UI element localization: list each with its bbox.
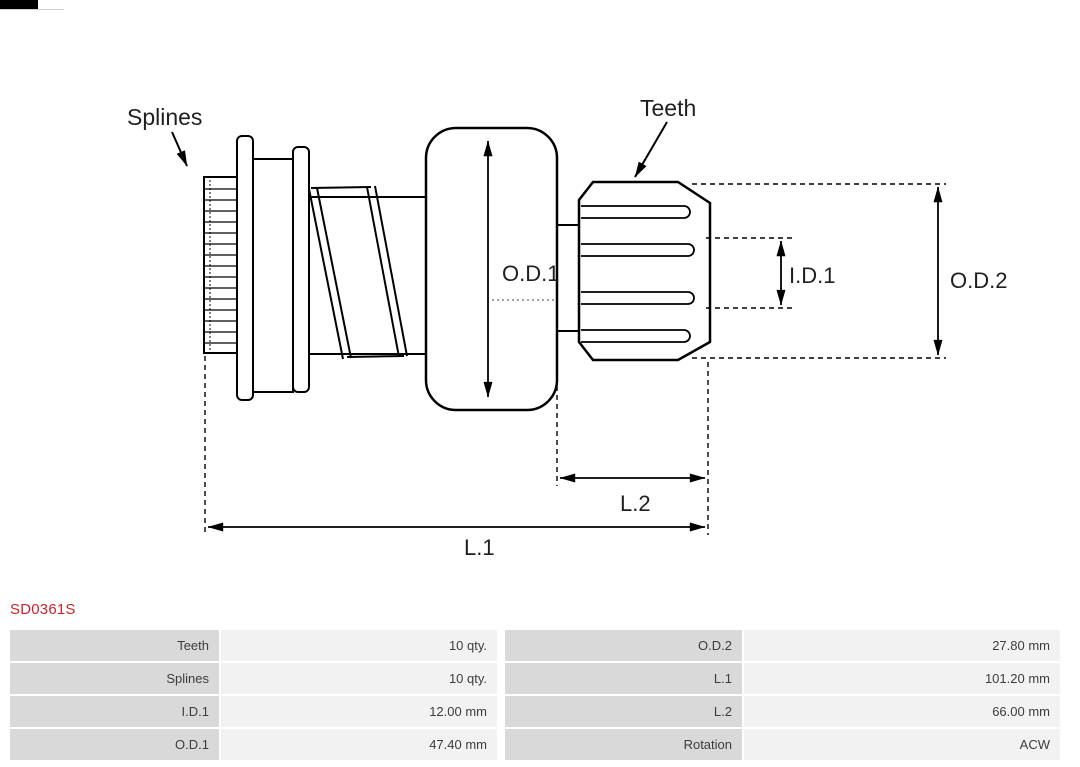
spec-value: 101.20 mm [744, 663, 1060, 694]
callouts: Splines Teeth [127, 95, 696, 178]
table-row: O.D.1 47.40 mm Rotation ACW [10, 729, 1060, 760]
id1-dimension: I.D.1 [706, 237, 835, 309]
spec-value: ACW [744, 729, 1060, 760]
spec-value: 66.00 mm [744, 696, 1060, 727]
spec-label: Rotation [505, 729, 742, 760]
spec-value: 12.00 mm [221, 696, 497, 727]
spec-label: O.D.2 [505, 630, 742, 661]
splines-label: Splines [127, 104, 202, 130]
part-number: SD0361S [10, 601, 76, 618]
spec-label: I.D.1 [10, 696, 219, 727]
spec-label: L.2 [505, 696, 742, 727]
step-collar [557, 224, 579, 332]
spec-value: 10 qty. [221, 630, 497, 661]
gear-teeth-grooves [581, 205, 695, 343]
dimensions: O.D.1 I.D.1 O.D.2 L.2 L.1 [204, 140, 1007, 560]
corner-mark-underline [0, 9, 64, 10]
flange-collar [236, 135, 310, 401]
technical-diagram: Splines Teeth [127, 95, 1007, 560]
l1-dimension: L.1 [204, 356, 706, 560]
table-row: Teeth 10 qty. O.D.2 27.80 mm [10, 630, 1060, 661]
spec-label: O.D.1 [10, 729, 219, 760]
starter-drive-drawing: Splines Teeth [127, 95, 1007, 560]
od2-label: O.D.2 [950, 268, 1007, 293]
l2-dimension: L.2 [556, 362, 709, 535]
spec-table: Teeth 10 qty. O.D.2 27.80 mm Splines 10 … [10, 630, 1060, 762]
part-geometry [203, 126, 712, 412]
pinion-gear [577, 180, 712, 362]
od2-dimension: O.D.2 [692, 183, 1007, 359]
spec-label: Splines [10, 663, 219, 694]
spring [308, 185, 408, 360]
teeth-arrow [634, 121, 668, 178]
id1-label: I.D.1 [789, 263, 835, 288]
spec-value: 10 qty. [221, 663, 497, 694]
spec-label: Teeth [10, 630, 219, 661]
spec-value: 27.80 mm [744, 630, 1060, 661]
od1-label: O.D.1 [502, 261, 559, 286]
spec-value: 47.40 mm [221, 729, 497, 760]
teeth-label: Teeth [640, 95, 696, 121]
splined-shaft [203, 176, 238, 354]
l1-label: L.1 [464, 535, 495, 560]
splines-arrow [171, 131, 188, 167]
l2-label: L.2 [620, 491, 651, 516]
table-row: Splines 10 qty. L.1 101.20 mm [10, 663, 1060, 694]
table-row: I.D.1 12.00 mm L.2 66.00 mm [10, 696, 1060, 727]
corner-mark [0, 0, 38, 9]
spec-label: L.1 [505, 663, 742, 694]
od1-dimension: O.D.1 [483, 140, 559, 398]
